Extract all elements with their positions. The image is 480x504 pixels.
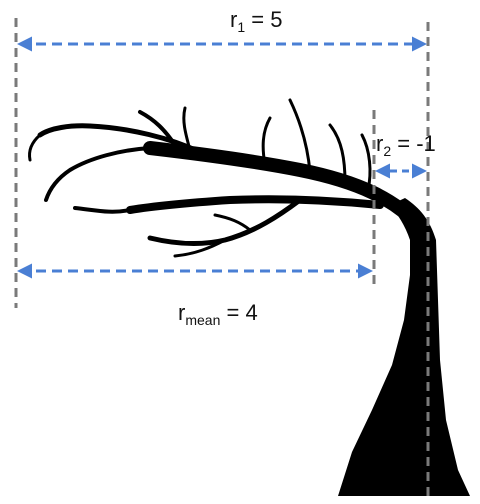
label-rmean-value: = 4 [226, 300, 258, 325]
label-r1-value: = 5 [251, 7, 283, 32]
label-r1-symbol: r [230, 7, 238, 32]
tree-trunk [338, 198, 470, 496]
label-r2-subscript: 2 [383, 143, 392, 159]
tree-silhouette [28, 98, 470, 496]
label-r2-symbol: r [376, 131, 384, 156]
label-r1: r1 = 5 [230, 7, 283, 35]
label-r2-value: = -1 [397, 131, 436, 156]
label-rmean: rmean = 4 [178, 300, 258, 328]
label-r2: r2 = -1 [376, 131, 436, 159]
label-rmean-symbol: r [178, 300, 186, 325]
label-r1-subscript: 1 [237, 19, 246, 35]
label-rmean-subscript: mean [185, 312, 221, 328]
